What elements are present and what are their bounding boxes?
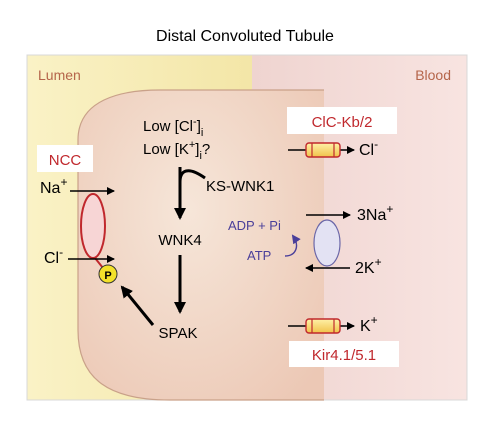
spak-label: SPAK xyxy=(159,325,198,342)
adp-label: ADP + Pi xyxy=(228,218,281,233)
clc-channel xyxy=(305,142,341,158)
atp-hydrolysis-arrow xyxy=(284,234,301,257)
ncc-label-box xyxy=(37,145,93,172)
clc-label-box xyxy=(287,107,397,134)
kir-channel xyxy=(305,318,341,334)
blood-label: Blood xyxy=(415,67,451,83)
low-k-label: Low [K+]i? xyxy=(143,139,210,162)
ks-wnk1-label: KS-WNK1 xyxy=(206,178,274,195)
na3-label: 3Na+ xyxy=(357,202,393,224)
ncc-label: NCC xyxy=(49,152,82,169)
kir-label-box xyxy=(289,341,399,367)
cl-ion-label: Cl- xyxy=(44,245,63,267)
kir-label: Kir4.1/5.1 xyxy=(312,347,376,364)
nak-atpase-pump xyxy=(313,219,341,267)
phospho-label: P xyxy=(104,270,111,282)
na-ion-label: Na+ xyxy=(40,175,67,197)
low-cl-label: Low [Cl-]i xyxy=(143,116,203,139)
spak-to-phospho-arrow xyxy=(120,285,155,326)
k2-label: 2K+ xyxy=(355,255,382,277)
wnk4-label: WNK4 xyxy=(158,232,201,249)
k-out-label: K+ xyxy=(360,313,378,335)
diagram-title: Distal Convoluted Tubule xyxy=(156,28,334,45)
clc-label: ClC-Kb/2 xyxy=(312,114,373,131)
atp-label: ATP xyxy=(247,248,271,263)
cell-body xyxy=(78,55,324,400)
phospho-circle xyxy=(98,264,118,284)
cell-membrane xyxy=(77,89,324,401)
lumen-label: Lumen xyxy=(38,67,81,83)
ncc-transporter xyxy=(80,193,106,259)
cl-out-label: Cl- xyxy=(359,137,378,159)
